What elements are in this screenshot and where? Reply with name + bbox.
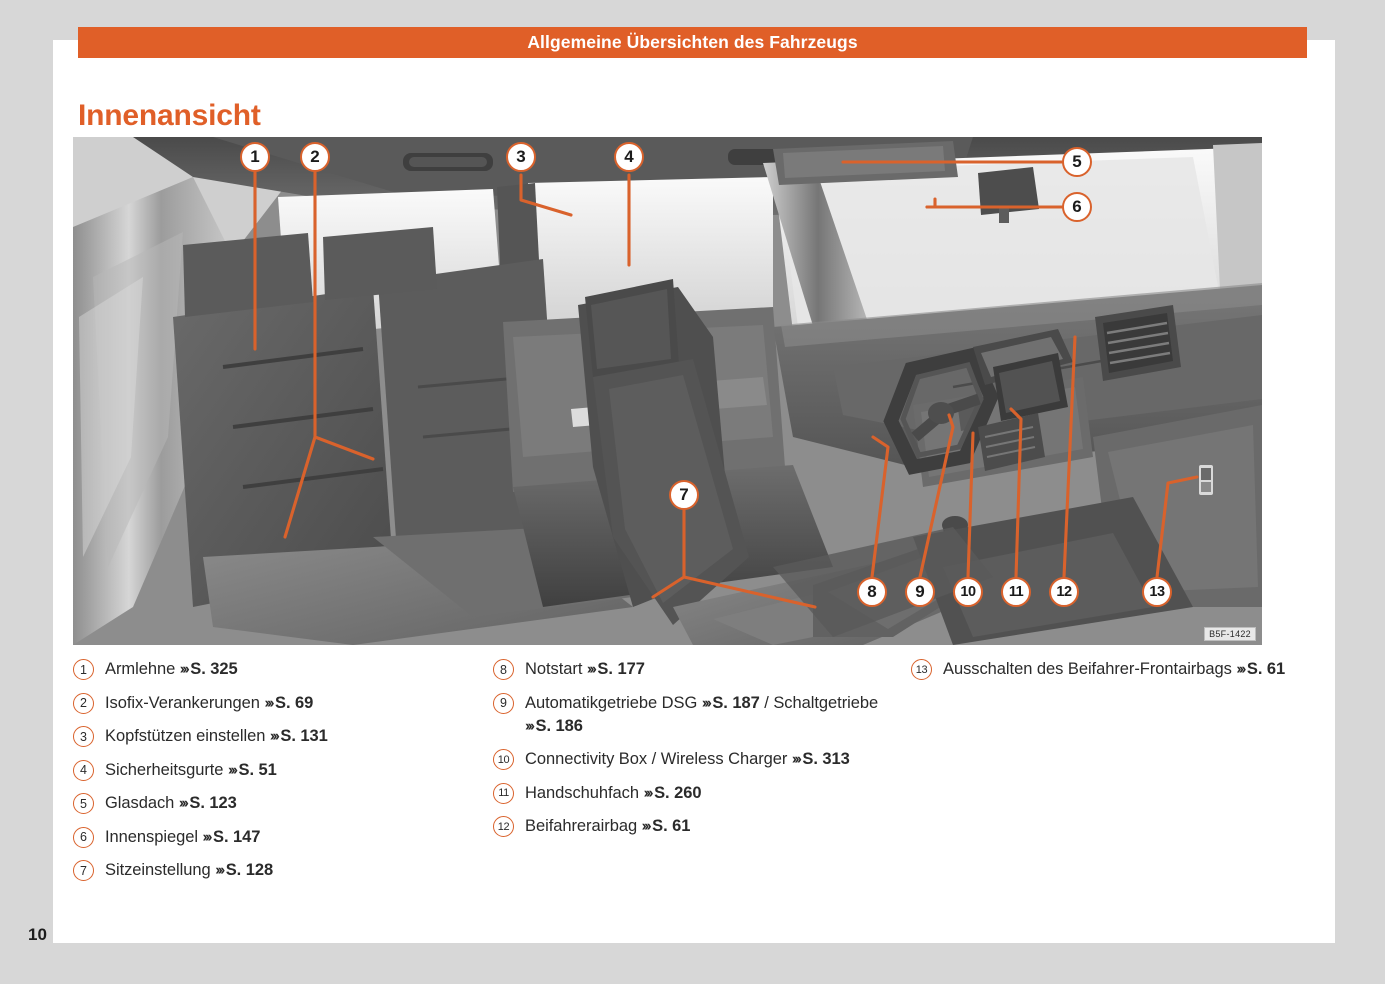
callout-marker-7[interactable]: 7 (669, 480, 699, 510)
callout-marker-5[interactable]: 5 (1062, 147, 1092, 177)
chevron-icon: ››› (791, 750, 802, 768)
legend-label-8: Notstart ›››S. 177 (525, 658, 645, 681)
legend-bullet-9: 9 (493, 692, 514, 714)
legend-label-10: Connectivity Box / Wireless Charger ›››S… (525, 748, 850, 771)
legend-item-3[interactable]: 3 Kopfstützen einstellen ›››S. 131 (73, 725, 493, 748)
callout-marker-8[interactable]: 8 (857, 577, 887, 607)
legend-column-1: 1 Armlehne ›››S. 325 2 Isofix-Verankerun… (73, 658, 493, 893)
legend-bullet-4: 4 (73, 759, 94, 781)
legend-item-10[interactable]: 10 Connectivity Box / Wireless Charger ›… (493, 748, 911, 771)
legend-column-3: 13 Ausschalten des Beifahrer-Frontairbag… (911, 658, 1303, 893)
legend-item-9[interactable]: 9 Automatikgetriebe DSG ›››S. 187 / Scha… (493, 692, 911, 738)
legend-item-2[interactable]: 2 Isofix-Verankerungen ›››S. 69 (73, 692, 493, 715)
legend-bullet-2: 2 (73, 692, 94, 714)
legend-bullet-12: 12 (493, 816, 514, 837)
chevron-icon: ››› (525, 717, 535, 734)
legend-item-8[interactable]: 8 Notstart ›››S. 177 (493, 658, 911, 681)
legend-bullet-5: 5 (73, 793, 94, 814)
legend-item-4[interactable]: 4 Sicherheitsgurte ›››S. 51 (73, 759, 493, 782)
callout-marker-2[interactable]: 2 (300, 142, 330, 172)
legend-bullet-11: 11 (493, 782, 514, 804)
legend-bullet-6: 6 (73, 826, 94, 848)
running-header: Allgemeine Übersichten des Fahrzeugs (78, 27, 1307, 58)
chevron-icon: ››› (643, 784, 654, 801)
chevron-icon: ››› (264, 694, 274, 711)
chevron-icon: ››› (1236, 660, 1246, 678)
legend-bullet-13: 13 (911, 659, 932, 680)
chevron-icon: ››› (701, 694, 712, 711)
callout-marker-9[interactable]: 9 (905, 577, 935, 607)
legend-label-5: Glasdach ›››S. 123 (105, 792, 237, 815)
legend-bullet-3: 3 (73, 726, 94, 747)
legend-column-2: 8 Notstart ›››S. 177 9 Automatikgetriebe… (493, 658, 911, 893)
chevron-icon: ››› (179, 660, 190, 678)
legend-label-4: Sicherheitsgurte ›››S. 51 (105, 759, 277, 782)
callout-marker-11[interactable]: 11 (1001, 577, 1031, 607)
legend-label-6: Innenspiegel ›››S. 147 (105, 826, 260, 849)
legend-label-9: Automatikgetriebe DSG ›››S. 187 / Schalt… (525, 692, 911, 738)
callout-marker-12[interactable]: 12 (1049, 577, 1079, 607)
legend-label-3: Kopfstützen einstellen ›››S. 131 (105, 725, 328, 748)
legend-bullet-8: 8 (493, 659, 514, 680)
vehicle-interior-photo (73, 137, 1262, 645)
callout-marker-6[interactable]: 6 (1062, 192, 1092, 222)
legend-bullet-10: 10 (493, 749, 514, 770)
legend-label-12: Beifahrerairbag ›››S. 61 (525, 815, 690, 838)
legend-label-7: Sitzeinstellung ›››S. 128 (105, 859, 273, 882)
legend-item-12[interactable]: 12 Beifahrerairbag ›››S. 61 (493, 815, 911, 838)
chevron-icon: ››› (202, 828, 213, 845)
callout-marker-4[interactable]: 4 (614, 142, 644, 172)
callout-marker-3[interactable]: 3 (506, 142, 536, 172)
legend-item-13[interactable]: 13 Ausschalten des Beifahrer-Frontairbag… (911, 658, 1303, 681)
legend-item-11[interactable]: 11 Handschuhfach ›››S. 260 (493, 782, 911, 805)
callout-marker-10[interactable]: 10 (953, 577, 983, 607)
legend-label-1: Armlehne ›››S. 325 (105, 658, 238, 681)
page-title: Innenansicht (78, 99, 261, 133)
legend-label-11: Handschuhfach ›››S. 260 (525, 782, 702, 805)
legend-item-1[interactable]: 1 Armlehne ›››S. 325 (73, 658, 493, 681)
legend-label-2: Isofix-Verankerungen ›››S. 69 (105, 692, 313, 715)
page-number: 10 (28, 925, 47, 944)
vehicle-interior-illustration: B5F-1422 1 2 3 4 5 6 7 8 9 10 11 12 13 (73, 137, 1262, 645)
legend-item-7[interactable]: 7 Sitzeinstellung ›››S. 128 (73, 859, 493, 882)
legend-bullet-7: 7 (73, 860, 94, 881)
chevron-icon: ››› (227, 761, 238, 778)
legend-item-6[interactable]: 6 Innenspiegel ›››S. 147 (73, 826, 493, 849)
chevron-icon: ››› (215, 861, 225, 879)
legend-bullet-1: 1 (73, 659, 94, 680)
chevron-icon: ››› (586, 660, 597, 678)
figure-code: B5F-1422 (1204, 627, 1256, 641)
callout-marker-13[interactable]: 13 (1142, 577, 1172, 607)
chevron-icon: ››› (641, 817, 652, 835)
legend: 1 Armlehne ›››S. 325 2 Isofix-Verankerun… (73, 658, 1303, 893)
legend-item-5[interactable]: 5 Glasdach ›››S. 123 (73, 792, 493, 815)
callout-marker-1[interactable]: 1 (240, 142, 270, 172)
chevron-icon: ››› (178, 794, 189, 812)
chevron-icon: ››› (269, 727, 280, 745)
legend-label-13: Ausschalten des Beifahrer-Frontairbags ›… (943, 658, 1285, 681)
